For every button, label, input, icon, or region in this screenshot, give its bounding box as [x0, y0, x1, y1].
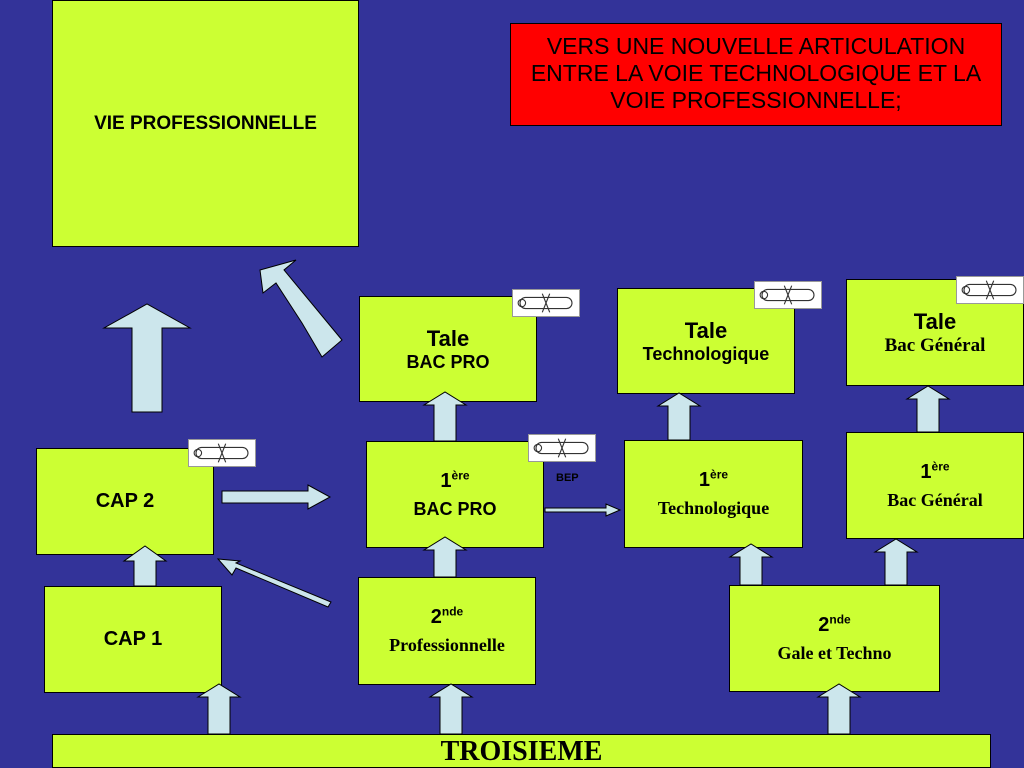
- diploma-scroll-icon: [528, 434, 596, 462]
- arrow-troisieme-to-seconde-pro: [428, 683, 474, 735]
- arrow-premiere-to-tale-techno: [656, 392, 702, 441]
- diploma-scroll-icon: [754, 281, 822, 309]
- arrow-bep-to-premiere-techno: [544, 503, 622, 517]
- node-seconde-professionnelle: 2nde Professionnelle: [358, 577, 536, 685]
- node-premiere-technologique: 1ère Technologique: [624, 440, 803, 548]
- node-vie-professionnelle: VIE PROFESSIONNELLE: [52, 0, 359, 247]
- diploma-scroll-icon: [188, 439, 256, 467]
- node-premiere-bac-general: 1ère Bac Général: [846, 432, 1024, 539]
- arrow-premiere-to-tale-general: [905, 385, 951, 433]
- arrow-premiere-to-tale-bacpro: [422, 391, 468, 442]
- node-premiere-bac-pro: 1ère BAC PRO: [366, 441, 544, 548]
- arrow-seconde-gt-to-premiere-general: [873, 538, 919, 586]
- arrow-seconde-gt-to-premiere-techno: [728, 543, 774, 586]
- arrow-cap2-to-premiere-bacpro: [221, 484, 332, 510]
- arrow-seconde-pro-to-premiere-bacpro: [422, 536, 468, 578]
- arrow-cap1-to-cap2: [122, 545, 168, 587]
- arrow-troisieme-to-cap1: [196, 683, 242, 735]
- arrow-troisieme-to-seconde-gt: [816, 683, 862, 735]
- diploma-scroll-icon: [956, 276, 1024, 304]
- arrow-tale-bacpro-to-vie-pro: [259, 259, 343, 358]
- node-seconde-gale-et-techno: 2nde Gale et Techno: [729, 585, 940, 692]
- title-text: VERS UNE NOUVELLE ARTICULATION ENTRE LA …: [530, 33, 982, 113]
- node-cap1: CAP 1: [44, 586, 222, 693]
- node-tale-technologique: Tale Technologique: [617, 288, 795, 394]
- node-troisieme: TROISIEME: [52, 734, 991, 768]
- node-tale-bac-pro: Tale BAC PRO: [359, 296, 537, 402]
- node-cap2: CAP 2: [36, 448, 214, 555]
- arrow-seconde-pro-to-cap2: [216, 558, 332, 608]
- diploma-scroll-icon: [512, 289, 580, 317]
- arrow-cap2-to-vie-pro: [102, 303, 192, 413]
- title-banner: VERS UNE NOUVELLE ARTICULATION ENTRE LA …: [510, 23, 1002, 126]
- bep-label: BEP: [556, 472, 579, 484]
